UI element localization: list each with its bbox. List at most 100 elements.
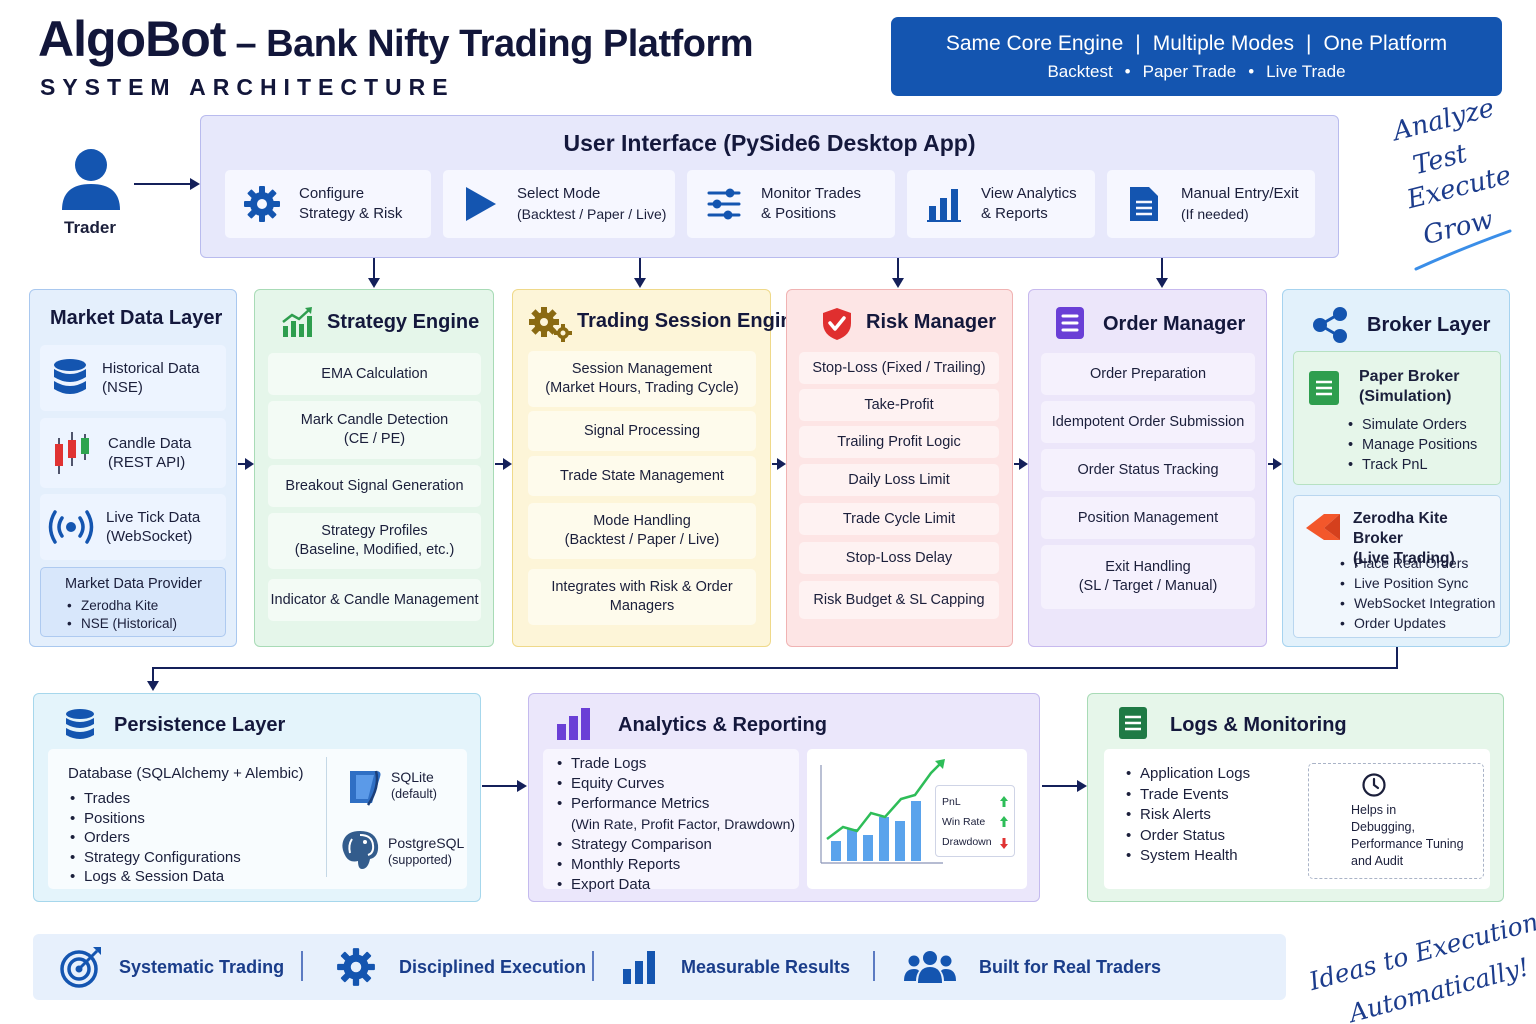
provider-title: Market Data Provider — [65, 576, 202, 592]
item-text: EMA Calculation — [321, 365, 428, 382]
db-list: Trades Positions Orders Strategy Configu… — [70, 789, 241, 887]
item-text: Signal Processing — [583, 422, 701, 439]
paper-broker-item: Manage Positions — [1348, 435, 1477, 455]
help-note: Helps in Debugging, Performance Tuning a… — [1308, 763, 1484, 879]
growth-chart-icon — [282, 307, 312, 337]
item-text: Position Management — [1077, 509, 1219, 526]
market-data-layer: Market Data Layer Historical Data(NSE) C… — [29, 289, 237, 647]
provider-item: NSE (Historical) — [67, 615, 177, 633]
ui-card-line1: Monitor Trades — [761, 185, 862, 202]
trader-icon — [62, 149, 120, 210]
analytics-reporting: Analytics & Reporting Trade Logs Equity … — [528, 693, 1040, 902]
item-text: Indicator & Candle Management — [270, 591, 479, 608]
item-text: Integrates with Risk & Order — [551, 579, 733, 595]
play-icon — [457, 185, 503, 223]
banner-dot: • — [1124, 62, 1131, 81]
analytics-item: Performance Metrics — [557, 794, 795, 814]
provider-item: Zerodha Kite — [67, 597, 177, 615]
market-item-live-tick: Live Tick Data(WebSocket) — [40, 494, 226, 560]
order-manager-title: Order Manager — [1103, 313, 1246, 335]
target-icon — [60, 947, 101, 988]
market-item-line2: (WebSocket) — [106, 528, 193, 545]
analytics-metrics-note: (Win Rate, Profit Factor, Drawdown) — [557, 814, 795, 835]
paper-broker-title-line1: Paper Broker — [1359, 368, 1460, 385]
market-item-candle: Candle Data(REST API) — [40, 418, 226, 488]
banner-separator: | — [1135, 32, 1141, 55]
value-measurable-results: Measurable Results — [621, 934, 850, 1000]
trader-label: Trader — [64, 218, 116, 237]
item-text: Order Preparation — [1089, 365, 1207, 382]
strategy-item-indicator: Indicator & Candle Management — [268, 579, 481, 621]
kite-logo-icon — [1306, 514, 1340, 540]
session-item-signal: Signal Processing — [528, 411, 756, 451]
session-item-state: Trade State Management — [528, 456, 756, 496]
gears-icon — [529, 307, 572, 342]
logs-monitoring: Logs & Monitoring Application Logs Trade… — [1087, 693, 1504, 902]
item-text: Managers — [609, 598, 675, 614]
risk-item: Daily Loss Limit — [799, 464, 999, 496]
document-icon — [1121, 185, 1167, 223]
order-item-idempotent: Idempotent Order Submission — [1041, 401, 1255, 443]
bottom-value-bar: Systematic Trading Disciplined Execution… — [33, 934, 1286, 1000]
legend-arrows-icon — [1000, 796, 1008, 849]
analytics-title: Analytics & Reporting — [618, 714, 827, 736]
item-text: Session Management — [571, 361, 713, 377]
logs-item: System Health — [1126, 846, 1250, 867]
analytics-chart-panel: PnL Win Rate Drawdown — [807, 749, 1027, 889]
risk-manager: Risk Manager Stop-Loss (Fixed / Trailing… — [786, 289, 1013, 647]
kite-broker-item: Live Position Sync — [1340, 573, 1495, 593]
ui-card-line1: View Analytics — [981, 185, 1077, 202]
analytics-item: Monthly Reports — [557, 855, 795, 875]
item-text: Breakout Signal Generation — [285, 477, 464, 494]
strategy-item-mark-candle: Mark Candle Detection(CE / PE) — [268, 401, 481, 459]
bar-divider — [592, 951, 594, 981]
analytics-chart-icon — [820, 759, 945, 864]
value-label: Built for Real Traders — [979, 956, 1162, 977]
sheet-icon — [1309, 371, 1339, 405]
market-data-provider: Market Data Provider Zerodha Kite NSE (H… — [40, 567, 226, 637]
kite-broker-item: WebSocket Integration — [1340, 593, 1495, 613]
ui-card-manual-entry[interactable]: Manual Entry/Exit(If needed) — [1107, 170, 1315, 238]
gear-icon — [337, 948, 375, 986]
analytics-list: Trade Logs Equity Curves Performance Met… — [557, 754, 795, 895]
sqlite-icon — [350, 770, 381, 806]
persistence-title: Persistence Layer — [114, 714, 286, 736]
market-item-line1: Candle Data — [108, 435, 192, 452]
help-line: and Audit — [1351, 854, 1404, 868]
bar-chart-icon — [557, 708, 590, 740]
ui-panel-title: User Interface (PySide6 Desktop App) — [563, 130, 976, 156]
ui-card-monitor-trades[interactable]: Monitor Trades& Positions — [687, 170, 895, 238]
logs-item: Risk Alerts — [1126, 805, 1250, 826]
legend-drawdown: Drawdown — [942, 836, 992, 848]
item-text: (CE / PE) — [343, 431, 406, 447]
database-icon — [66, 709, 94, 739]
paper-broker-item: Track PnL — [1348, 455, 1477, 475]
legend-pnl: PnL — [942, 796, 961, 808]
risk-item: Trailing Profit Logic — [799, 426, 999, 458]
strategy-item-breakout: Breakout Signal Generation — [268, 465, 481, 507]
broadcast-icon — [48, 510, 94, 544]
page-subtitle: SYSTEM ARCHITECTURE — [40, 74, 455, 100]
logs-item: Application Logs — [1126, 764, 1250, 785]
postgresql-icon — [342, 831, 379, 869]
logs-body: Application Logs Trade Events Risk Alert… — [1104, 749, 1490, 889]
item-text: Exit Handling — [1105, 559, 1191, 575]
trader-arrow-icon — [134, 178, 200, 190]
paper-broker-card: Paper Broker (Simulation) Simulate Order… — [1293, 351, 1501, 485]
ui-card-view-analytics[interactable]: View Analytics& Reports — [907, 170, 1095, 238]
strategy-engine: Strategy Engine EMA Calculation Mark Can… — [254, 289, 494, 647]
candlestick-icon — [55, 432, 89, 474]
logs-list: Application Logs Trade Events Risk Alert… — [1126, 764, 1250, 867]
ui-card-select-mode[interactable]: Select Mode(Backtest / Paper / Live) — [443, 170, 675, 238]
kite-broker-list: Place Real Orders Live Position Sync Web… — [1340, 553, 1495, 633]
market-item-historical: Historical Data(NSE) — [40, 345, 226, 411]
sqlite-label: SQLite — [391, 769, 434, 785]
share-icon — [1313, 307, 1347, 343]
db-item: Orders — [70, 828, 241, 848]
item-text: (Market Hours, Trading Cycle) — [545, 380, 739, 396]
ui-card-line1: Manual Entry/Exit — [1181, 185, 1299, 202]
ui-card-line1: Select Mode — [517, 185, 601, 202]
item-text: (Baseline, Modified, etc.) — [294, 542, 455, 558]
